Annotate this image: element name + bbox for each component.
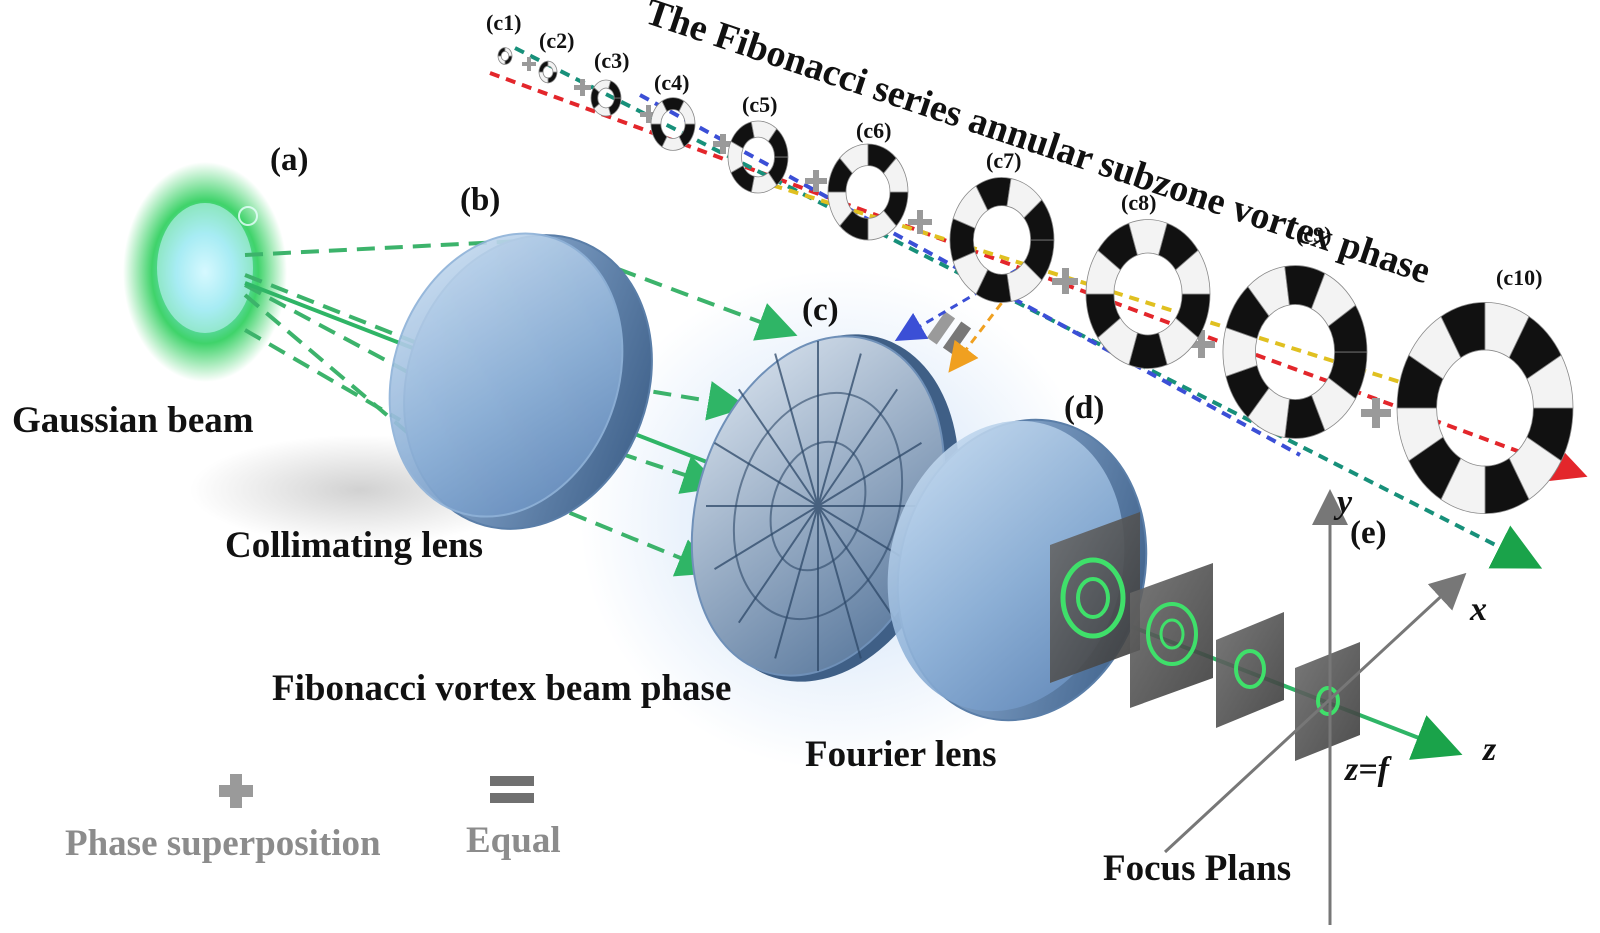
equal-label: Equal (466, 820, 561, 861)
subzone-label-4: (c4) (654, 70, 689, 95)
label-a: (a) (270, 142, 308, 178)
equal-legend-icon (490, 776, 534, 803)
subzone-ring-5 (728, 121, 788, 193)
plus-legend-icon (219, 774, 253, 808)
subzone-label-10: (c10) (1496, 265, 1542, 290)
subzone-ring-1 (498, 48, 512, 65)
fourier-lens-label: Fourier lens (805, 734, 997, 775)
phase-superposition-label: Phase superposition (65, 823, 381, 864)
subzone-ring-7 (950, 178, 1054, 303)
subzone-ring-10 (1397, 302, 1573, 513)
fibonacci-vortex-phase-label: Fibonacci vortex beam phase (272, 668, 731, 709)
subzone-ring-2 (539, 61, 557, 83)
subzone-ring-9 (1223, 266, 1367, 439)
label-c: (c) (802, 292, 839, 328)
subzone-label-3: (c3) (594, 48, 629, 73)
subzone-ring-8 (1086, 220, 1210, 369)
subzone-label-5: (c5) (742, 92, 777, 117)
collimating-lens-label: Collimating lens (225, 525, 483, 566)
z-equals-f-label: z=f (1344, 751, 1393, 788)
subzone-label-1: (c1) (486, 10, 521, 35)
label-b: (b) (460, 182, 500, 218)
focus-plane-3 (1216, 612, 1284, 728)
focus-planes (1050, 512, 1360, 761)
axis-label-y: y (1333, 484, 1353, 521)
subzone-ring-3 (591, 80, 621, 116)
axis-label-z: z (1482, 731, 1497, 768)
legend: Phase superposition Equal (65, 774, 561, 864)
subzone-ring-6 (828, 144, 908, 240)
axis-label-x: x (1469, 591, 1487, 628)
label-e: (e) (1350, 515, 1387, 551)
gaussian-beam-source (123, 162, 287, 382)
subzone-label-2: (c2) (539, 28, 574, 53)
gaussian-beam-label: Gaussian beam (12, 400, 254, 441)
subzone-ring-4 (651, 98, 695, 151)
focus-plans-label: Focus Plans (1103, 848, 1291, 889)
subzone-label-6: (c6) (856, 118, 891, 143)
label-d: (d) (1064, 390, 1104, 426)
